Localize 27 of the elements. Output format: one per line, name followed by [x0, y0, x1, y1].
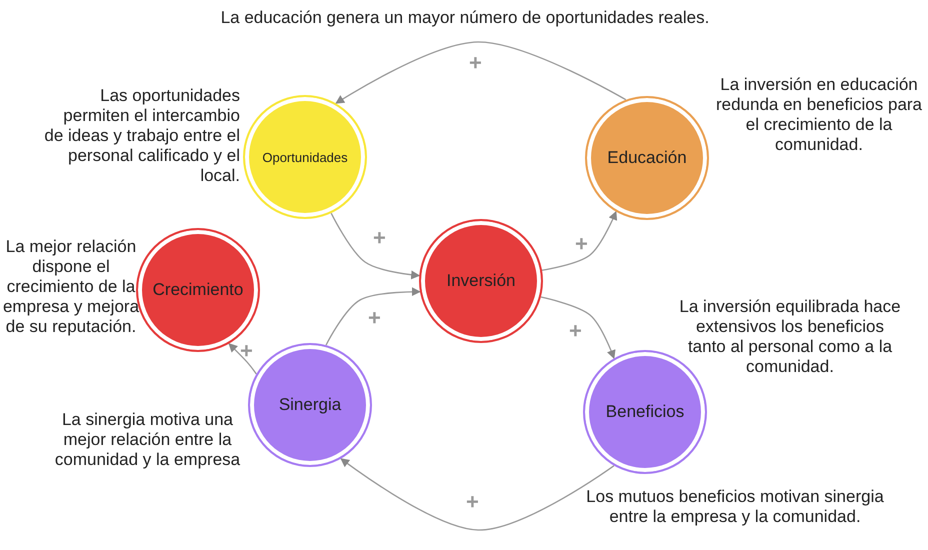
curved-arrow — [330, 212, 420, 280]
annotation-text: La sinergia motiva una mejor relación entre la comunidad y la empresa — [54, 410, 242, 470]
curved-arrow — [540, 296, 616, 360]
node-label: Crecimiento — [152, 280, 244, 300]
annotation-text: La inversión en educación redunda en beneficios para el crecimiento de la comunidad. — [714, 75, 924, 155]
edge-label: + — [469, 52, 482, 74]
node-label: Educación — [607, 148, 687, 168]
curved-arrow — [335, 41, 626, 104]
edge-label: + — [569, 320, 582, 342]
edge-label: + — [466, 491, 479, 513]
curved-arrow — [542, 210, 618, 271]
curved-arrow — [228, 343, 257, 374]
annotation-text: La mejor relación dispone el crecimiento de la empresa y mejora de su reputación. — [2, 237, 140, 337]
edge-label: + — [373, 227, 386, 249]
node-label: Beneficios — [606, 402, 684, 422]
curved-arrow — [340, 458, 614, 531]
note-text: La educación genera un mayor número de oportunidades reales. — [220, 8, 710, 28]
node-label: Sinergia — [278, 395, 342, 415]
annotation-text: Las oportunidades permiten el intercambio de ideas y trabajo entre el personal calificado y el local. — [43, 86, 240, 186]
edge-label: + — [368, 307, 381, 329]
edge-label: + — [575, 233, 588, 255]
edge-label: + — [240, 340, 253, 362]
note-text: Los mutuos beneficios motivan sinergia entre la empresa y la comunidad. — [585, 487, 885, 527]
curved-arrow — [325, 287, 421, 346]
node-label: Oportunidades — [262, 150, 348, 164]
annotation-text: La inversión equilibrada hace extensivos los beneficios tanto al personal como a la comunidad. — [678, 297, 902, 377]
node-label: Inversión — [446, 271, 516, 291]
